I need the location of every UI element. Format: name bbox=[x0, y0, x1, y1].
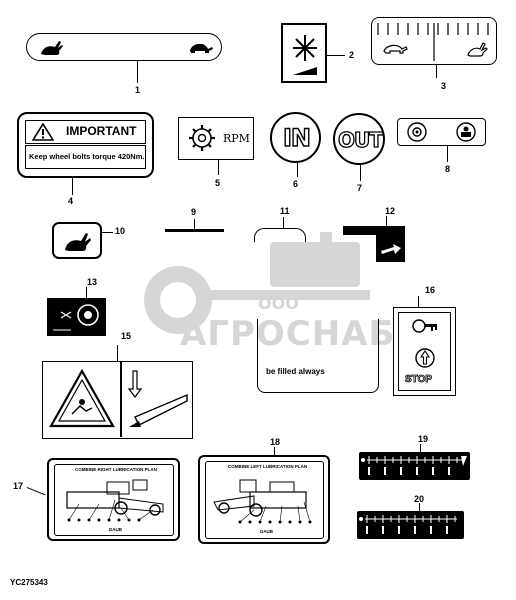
warning-triangle-icon bbox=[32, 123, 54, 141]
left-lube-title: COMBINE LEFT LUBRICATION PLAN bbox=[228, 464, 308, 469]
leader-line-7 bbox=[360, 165, 361, 181]
callout-1: 1 bbox=[135, 85, 141, 95]
leader-line-17 bbox=[418, 296, 419, 307]
rpm-label: RPM bbox=[223, 132, 250, 145]
decal-9-strip bbox=[165, 229, 224, 232]
leader-line-21 bbox=[419, 503, 420, 511]
callout-8: 8 bbox=[445, 164, 451, 174]
callout-3: 3 bbox=[441, 81, 447, 91]
combine-left-side-diagram bbox=[213, 479, 312, 524]
decal-17-inner: STOP bbox=[398, 312, 451, 391]
arrow-right-icon bbox=[381, 244, 401, 254]
decal-20-scale bbox=[359, 452, 470, 480]
leader-line-8 bbox=[447, 146, 448, 162]
decal-19-inner: COMBINE LEFT LUBRICATION PLAN DAUB bbox=[205, 461, 324, 539]
rabbit-icon bbox=[65, 233, 91, 251]
fill-notice-text: be filled always bbox=[266, 367, 325, 376]
decal-13-fan-dark bbox=[47, 298, 106, 336]
decal-11-arc bbox=[254, 228, 306, 242]
decal-18-right-lube-plan: COMBINE RIGHT LUBRICATION PLAN DAUB bbox=[47, 458, 180, 541]
leader-line-20 bbox=[420, 444, 421, 452]
decal-6-in: IN bbox=[270, 112, 321, 163]
warning-blade-icon bbox=[127, 370, 188, 427]
decal-19-left-lube-plan: COMBINE LEFT LUBRICATION PLAN DAUB bbox=[198, 455, 330, 544]
decal-4-important: IMPORTANT Keep wheel bolts torque 420Nm. bbox=[17, 112, 154, 178]
decal-2-fan bbox=[281, 23, 327, 83]
callout-11: 11 bbox=[280, 206, 290, 216]
callout-9: 9 bbox=[191, 207, 197, 217]
important-header: IMPORTANT bbox=[25, 120, 146, 144]
stop-label: STOP bbox=[405, 374, 433, 386]
leader-line-19 bbox=[274, 447, 275, 455]
decal-15-warning bbox=[42, 361, 193, 439]
watermark-brand: АГРОСНАБ bbox=[180, 314, 396, 354]
leader-line-1 bbox=[137, 61, 138, 83]
turtle-icon bbox=[190, 43, 213, 53]
decal-5-rpm: RPM bbox=[178, 117, 254, 160]
gear-icon bbox=[189, 125, 215, 151]
scale-ticks-icon bbox=[361, 456, 467, 475]
callout-2: 2 bbox=[349, 50, 355, 60]
out-label: OUT bbox=[337, 127, 383, 152]
left-lube-caption: DAUB bbox=[260, 529, 273, 534]
important-body: Keep wheel bolts torque 420Nm. bbox=[25, 145, 146, 169]
decal-8-knobs bbox=[397, 118, 486, 146]
decal-1-speed-bar bbox=[26, 33, 222, 61]
fan-icon bbox=[293, 35, 317, 75]
up-arrow-circle-icon bbox=[415, 348, 435, 368]
watermark: ООО АГРОСНАБ bbox=[140, 232, 394, 367]
decal-15-divider bbox=[120, 362, 122, 437]
decal-12-strip bbox=[343, 226, 405, 235]
important-title: IMPORTANT bbox=[66, 124, 137, 138]
leader-line-18 bbox=[26, 487, 46, 496]
combine-right-side-diagram bbox=[66, 479, 164, 522]
callout-7: 7 bbox=[357, 183, 363, 193]
callout-4: 4 bbox=[68, 196, 74, 206]
leader-line-9 bbox=[194, 219, 195, 229]
callout-20: 19 bbox=[418, 434, 429, 444]
speed-scale-icon bbox=[377, 23, 489, 61]
decal-12-arrow bbox=[376, 235, 405, 262]
key-icon bbox=[412, 319, 437, 333]
leader-line-3 bbox=[436, 65, 437, 78]
decal-7-out: OUT bbox=[333, 113, 385, 165]
leader-line-12 bbox=[386, 216, 387, 226]
decal-3-speed-scale bbox=[371, 17, 497, 65]
important-message: Keep wheel bolts torque 420Nm. bbox=[29, 152, 145, 161]
fan-wheel-icon bbox=[53, 304, 99, 331]
callout-21: 20 bbox=[414, 494, 425, 504]
watermark-gear-combine-icon bbox=[144, 232, 370, 334]
right-lube-caption: DAUB bbox=[109, 527, 122, 532]
callout-17: 16 bbox=[425, 285, 436, 295]
leader-line-11 bbox=[283, 217, 284, 228]
leader-line-2 bbox=[327, 55, 345, 56]
rabbit-icon bbox=[41, 41, 63, 55]
leader-line-4 bbox=[72, 178, 73, 195]
leader-line-6 bbox=[297, 163, 298, 177]
callout-15: 15 bbox=[121, 331, 132, 341]
decal-21-scale bbox=[357, 511, 464, 539]
decal-16-fill-notice: be filled always bbox=[257, 319, 379, 393]
callout-6: 6 bbox=[293, 179, 299, 189]
warning-entanglement-icon bbox=[49, 368, 115, 428]
decal-18-inner: COMBINE RIGHT LUBRICATION PLAN DAUB bbox=[54, 464, 174, 536]
callout-10: 10 bbox=[115, 226, 126, 236]
figure-id: YC275343 bbox=[10, 578, 48, 587]
callout-12: 12 bbox=[385, 206, 396, 216]
control-knobs-icon bbox=[407, 122, 476, 142]
right-lube-title: COMBINE RIGHT LUBRICATION PLAN bbox=[75, 467, 157, 472]
watermark-company: ООО bbox=[258, 294, 299, 313]
decal-10-rabbit bbox=[52, 222, 102, 259]
leader-line-10 bbox=[102, 232, 113, 233]
callout-5: 5 bbox=[215, 178, 221, 188]
leader-line-15 bbox=[117, 345, 118, 361]
leader-line-13 bbox=[86, 287, 87, 298]
decal-17-key-stop: STOP bbox=[393, 307, 456, 396]
callout-19: 18 bbox=[270, 437, 281, 447]
scale-ticks-icon bbox=[359, 515, 457, 534]
in-label: IN bbox=[282, 123, 311, 152]
callout-13: 13 bbox=[87, 277, 98, 287]
leader-line-5 bbox=[218, 160, 219, 175]
callout-18: 17 bbox=[13, 481, 24, 491]
